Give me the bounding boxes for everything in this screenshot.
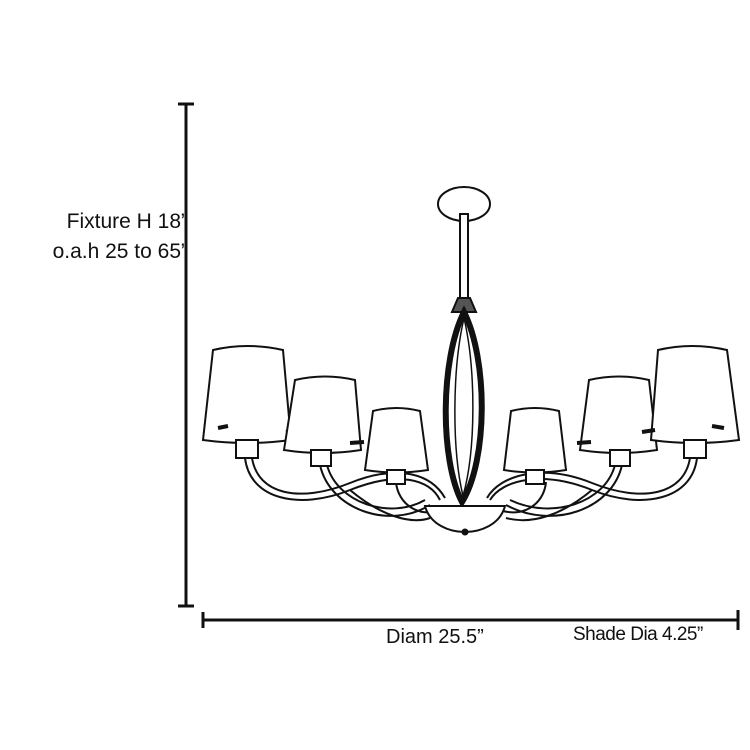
shade-diameter-label: Shade Dia 4.25” <box>573 624 703 645</box>
overall-height-label: o.a.h 25 to 65” <box>52 240 188 263</box>
height-dimension-line <box>178 102 194 608</box>
shade <box>363 407 430 485</box>
diameter-label: Diam 25.5” <box>386 626 484 648</box>
shade <box>282 375 365 467</box>
fixture-height-label: Fixture H 18” <box>66 210 188 233</box>
shade <box>576 375 659 467</box>
center-loop <box>442 305 485 509</box>
shade <box>502 407 568 485</box>
arm <box>499 481 547 514</box>
shade <box>641 345 741 459</box>
chandelier <box>201 186 741 536</box>
shade <box>201 345 299 459</box>
arm <box>319 464 431 517</box>
arm <box>489 457 698 501</box>
rod-cap <box>450 297 478 313</box>
base-bowl <box>423 505 507 534</box>
diameter-dimension-line <box>201 610 740 630</box>
downrod <box>459 213 469 299</box>
arm <box>244 457 441 501</box>
